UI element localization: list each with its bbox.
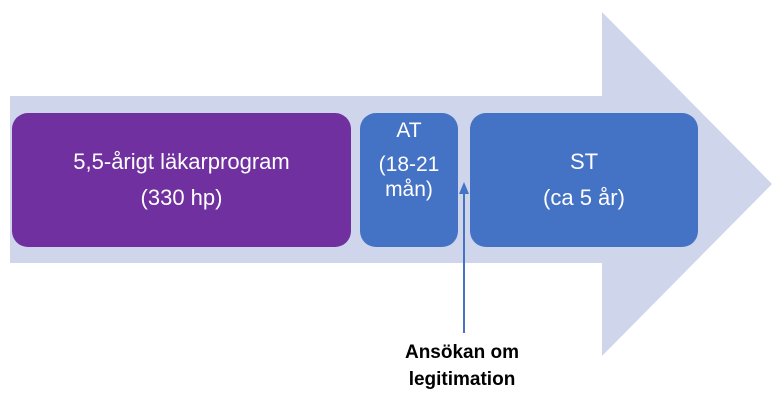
stage-medical-program: 5,5-årigt läkarprogram (330 hp)	[12, 113, 351, 247]
milestone-label: Ansökan om legitimation	[372, 339, 552, 393]
milestone-line-2: legitimation	[408, 369, 516, 390]
milestone-line-1: Ansökan om	[404, 342, 520, 363]
st-duration: (ca 5 år)	[543, 185, 625, 210]
program-title: 5,5-årigt läkarprogram	[73, 149, 290, 174]
at-title: AT	[396, 119, 422, 142]
stage-at: AT (18-21 mån)	[360, 113, 458, 247]
at-duration: (18-21 mån)	[378, 153, 440, 201]
stage-st: ST (ca 5 år)	[470, 113, 698, 247]
program-credits: (330 hp)	[140, 185, 223, 210]
st-title: ST	[569, 149, 599, 174]
